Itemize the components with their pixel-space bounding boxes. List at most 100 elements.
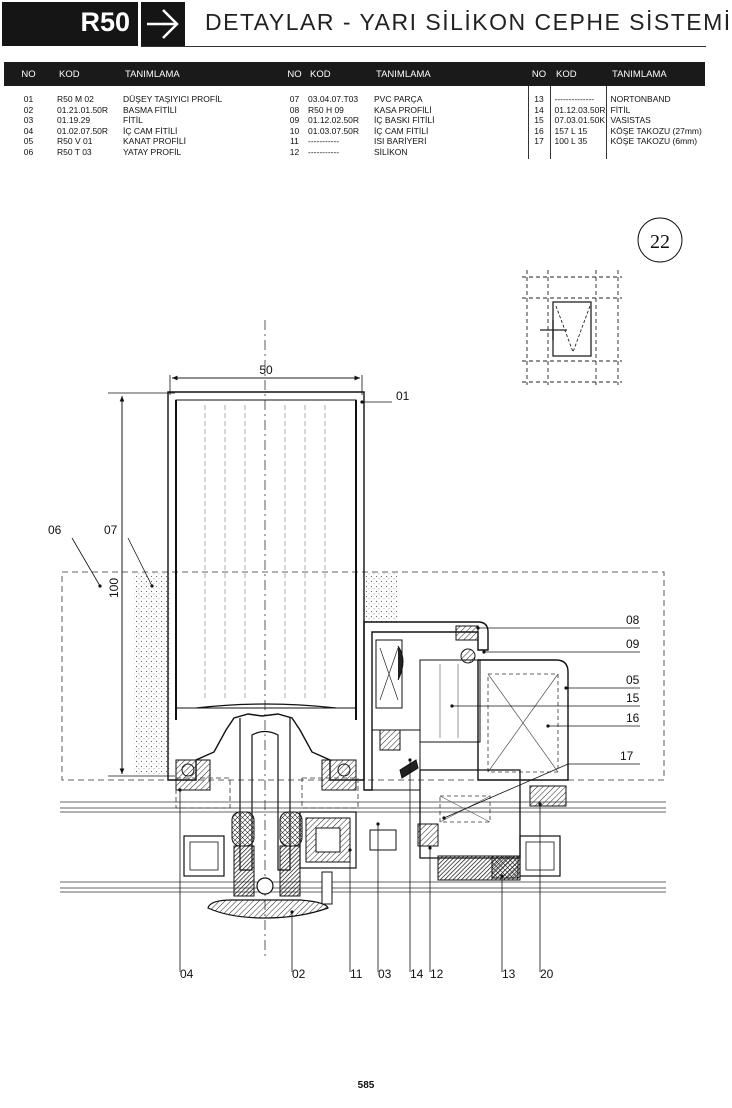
gaskets [175,759,567,897]
table-cell: BASMA FİTİLİ [123,104,177,115]
callout-label: 04 [180,967,194,981]
table-row: 01 R50 M 02 DÜŞEY TAŞIYICI PROFİL 07 03.… [4,86,705,105]
table-cell: VASISTAS [610,115,651,125]
table-cell: R50 H 09 [308,104,344,115]
table-cell: 01.02.07.50R [57,125,109,136]
table-cell: 02 [23,104,34,115]
page-title: DETAYLAR - YARI SİLİKON CEPHE SİSTEMİ [205,9,732,35]
table-cell: 12 [289,146,300,157]
table-cell: SİLİKON [370,146,529,159]
callout-label: 13 [502,967,516,981]
table-cell: YATAY PROFİL [123,146,182,157]
dimension-width: 50 [169,363,363,395]
thermal-break [299,811,357,869]
callout-label: 05 [626,673,640,687]
callout-label: 06 [48,523,62,537]
series-label: R50 [80,7,130,37]
table-cell: 01.12.03.50R [550,104,607,115]
table-cell: R50 M 02 [57,94,94,104]
callout-label: 16 [626,711,640,725]
callout-label: 09 [626,637,640,651]
callout-label: 01 [396,389,410,403]
dimension-height: 100 [107,392,175,777]
table-cell: ----------- [308,136,340,146]
callout-label: 12 [430,967,444,981]
table-cell: 15 [528,115,551,126]
insulation-left [134,572,170,774]
table-cell [528,146,551,159]
arrow-right-icon [141,2,185,46]
table-cell [550,146,607,159]
table-cell: 17 [528,136,551,147]
col-header: TANIMLAMA [370,62,528,86]
col-header: KOD [53,62,119,86]
table-cell: 01 [23,94,34,104]
detail-number: 22 [650,231,670,253]
table-cell: 06 [23,146,34,157]
series-badge: R50 [2,2,138,46]
table-cell: R50 V 01 [57,136,93,146]
col-header: KOD [550,62,606,86]
table-cell: 01.19.29 [57,115,91,125]
table-cell: KÖŞE TAKOZU (27mm) [610,125,702,136]
table-cell: 07 [289,94,300,104]
glass-panes [60,801,666,893]
callout-label: 11 [350,967,363,981]
key-plan [522,270,622,385]
callout-label: 03 [378,967,392,981]
table-cell: PVC PARÇA [370,86,529,105]
table-cell: 03 [23,115,34,125]
table-cell: 01.03.07.50R [308,125,360,136]
table-cell: KANAT PROFİLİ [123,136,186,146]
table-cell: 100 L 35 [550,136,607,147]
title-divider [141,46,706,47]
table-cell: R50 T 03 [57,146,92,157]
table-cell: İÇ BASKI FİTİLİ [370,115,529,126]
table-cell: 13 [528,86,551,105]
callout-label: 15 [626,691,640,705]
table-cell: 01.21.01.50R [57,104,109,115]
table-cell: 05 [23,136,34,146]
table-cell: NORTONBAND [610,94,671,104]
spacer-left [183,835,225,877]
table-cell: 11 [290,136,299,146]
table-cell: İÇ CAM FİTİLİ [123,125,178,136]
table-header-row: NO KOD TANIMLAMA NO KOD TANIMLAMA NO KOD… [4,62,705,86]
table-cell: 01.12.02.50R [308,115,360,125]
callout-label: 14 [410,967,424,981]
leader-lines [71,401,640,972]
dimension-height-label: 100 [107,578,121,598]
col-header: KOD [304,62,370,86]
callout-label: 20 [540,967,554,981]
callout-label: 08 [626,613,640,627]
col-header: TANIMLAMA [119,62,285,86]
dimension-width-label: 50 [259,363,273,377]
col-header: TANIMLAMA [606,62,705,86]
table-cell: 10 [289,125,300,136]
callout-label: 02 [292,967,306,981]
table-cell: KASA PROFİLİ [370,104,529,115]
table-cell: 14 [528,104,551,115]
callout-label: 07 [104,523,118,537]
frame-and-sash [363,621,569,881]
col-header: NO [528,62,550,86]
table-cell: İÇ CAM FİTİLİ [370,125,529,136]
insulation-right [362,572,398,622]
table-cell: ----------- [308,146,340,157]
table-cell: 09 [289,115,300,125]
parts-table: NO KOD TANIMLAMA NO KOD TANIMLAMA NO KOD… [4,62,705,159]
table-cell: 03.04.07.T03 [308,94,359,104]
table-cell: 07.03.01.50K [550,115,607,126]
table-cell: FİTİL [123,115,143,125]
table-row: 05 R50 V 01 KANAT PROFİLİ 11 -----------… [4,136,705,147]
table-cell: ISI BARİYERİ [370,136,529,147]
pressure-plate [207,899,329,919]
table-row: 04 01.02.07.50R İÇ CAM FİTİLİ 10 01.03.0… [4,125,705,136]
table-cell: FİTİL [610,104,631,115]
table-cell: -------------- [550,86,607,105]
table-cell: 157 L 15 [550,125,607,136]
table-cell: 16 [528,125,551,136]
table-cell: 04 [23,125,34,136]
detail-number-badge: 22 [637,217,683,263]
